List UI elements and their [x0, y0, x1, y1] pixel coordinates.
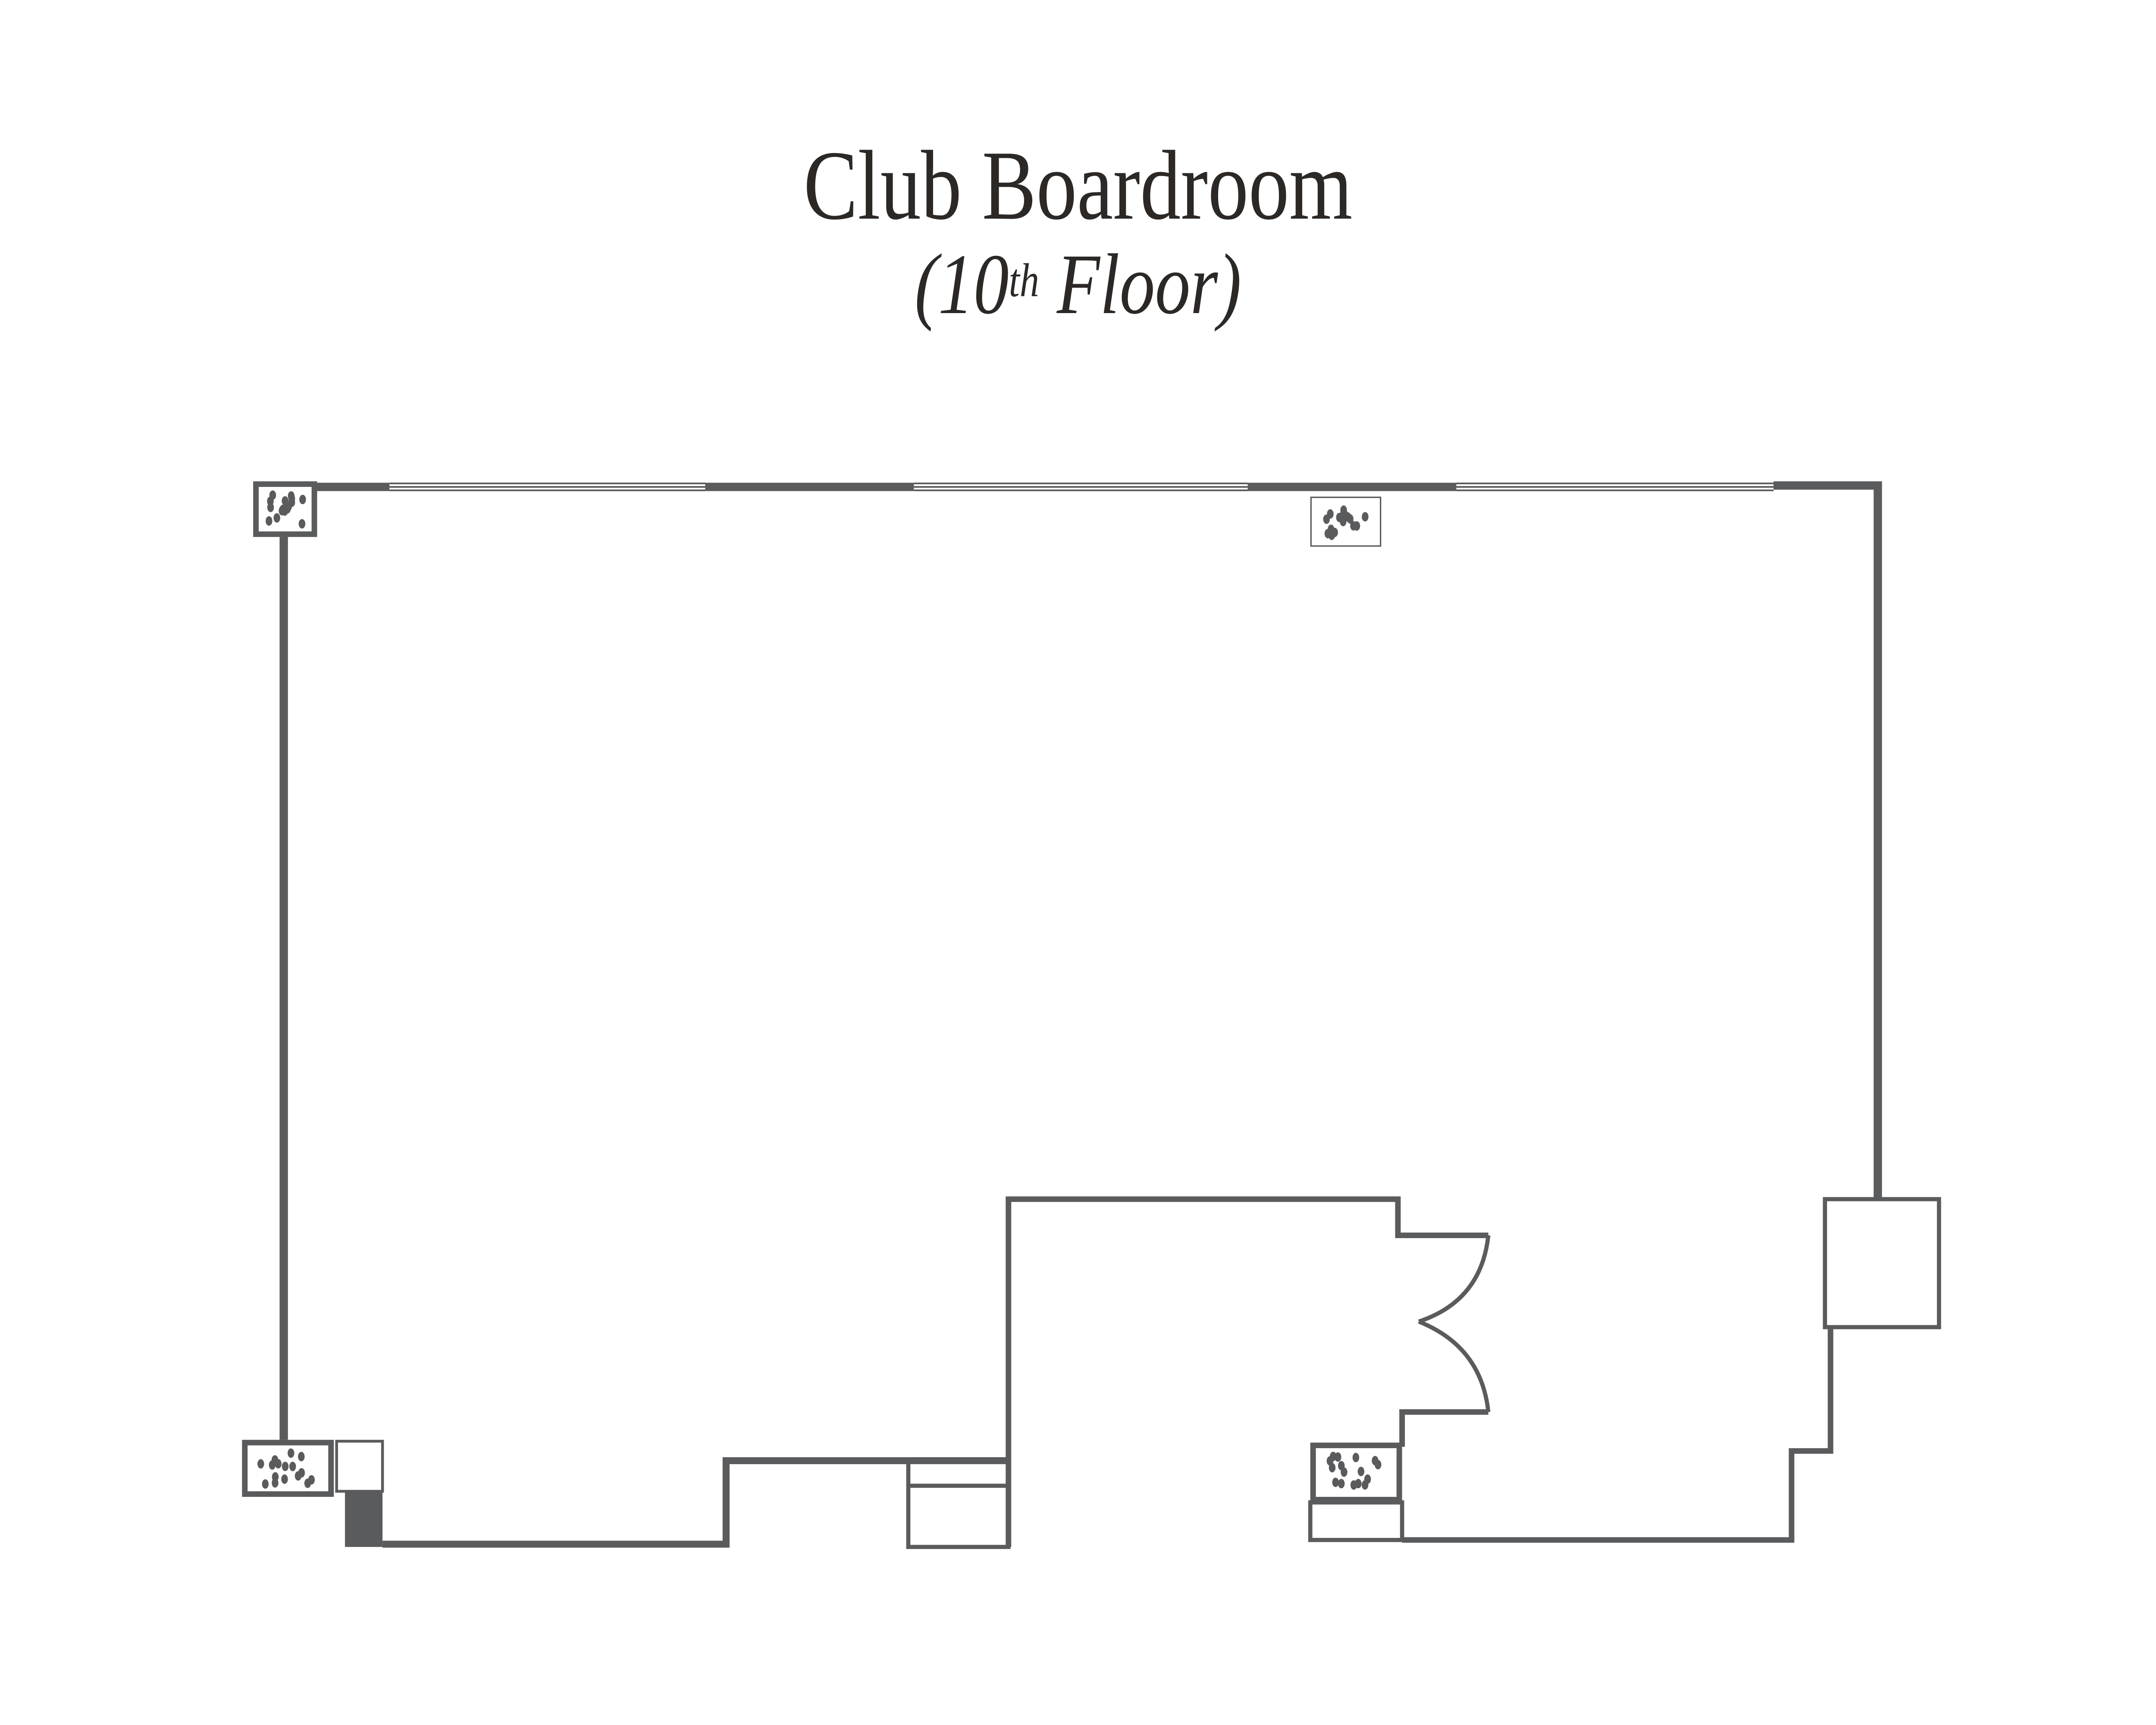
double-door[interactable]	[1418, 1235, 1491, 1412]
stone-dot	[284, 504, 291, 514]
stone-dot	[257, 1459, 264, 1469]
walls	[279, 481, 1882, 1548]
stone-dot	[1329, 1452, 1337, 1462]
subtitle-sup: th	[1009, 254, 1039, 307]
wall-right	[1773, 481, 1882, 1199]
right-box	[1823, 1197, 1941, 1330]
stone-dot	[1340, 517, 1347, 527]
columns	[242, 481, 1402, 1502]
stone-dot	[1372, 1456, 1379, 1465]
stone-dot	[282, 1462, 289, 1471]
solid-block	[345, 1491, 383, 1547]
stone-dot	[1357, 1467, 1365, 1477]
stone-dot	[266, 516, 273, 526]
small-box	[335, 1440, 384, 1493]
stone-dot	[1323, 514, 1330, 524]
stone-dot	[1352, 1452, 1360, 1462]
column	[242, 1440, 334, 1497]
floor-subtitle: (10th Floor)	[194, 233, 1962, 336]
stone-dot	[273, 513, 280, 523]
stone-dot	[1329, 1463, 1336, 1473]
column	[1310, 496, 1382, 547]
window	[389, 483, 705, 492]
column	[253, 481, 317, 537]
stone-dot	[1335, 1452, 1341, 1462]
bottom-box	[1308, 1500, 1404, 1542]
stone-dot	[269, 1460, 276, 1470]
interior-walls	[335, 1196, 1941, 1549]
stone-dot	[288, 497, 295, 507]
stone-dot	[298, 1452, 305, 1462]
wall-bottom	[382, 1457, 1009, 1548]
window	[1456, 483, 1774, 492]
stone-dot	[262, 1479, 269, 1489]
stone-dot	[272, 1478, 279, 1488]
stone-dot	[1361, 1480, 1369, 1490]
stone-dot	[298, 519, 306, 529]
stone-dot	[1332, 1477, 1339, 1487]
stone-dot	[1338, 1461, 1345, 1471]
column	[1310, 1443, 1402, 1502]
stone-dot	[1350, 521, 1357, 531]
page-title: Club Boardroom	[803, 130, 1353, 240]
stone-dot	[1324, 529, 1332, 539]
stone-dot	[1347, 514, 1354, 524]
windows	[389, 483, 1774, 492]
stone-dot	[281, 1474, 288, 1484]
stone-dot	[1338, 1479, 1345, 1489]
stone-dot	[287, 1448, 295, 1458]
stone-dot	[289, 1462, 296, 1471]
stone-dot	[267, 502, 274, 512]
stone-dot	[1340, 505, 1347, 515]
subtitle-open: (10	[915, 237, 1009, 332]
wall-interior	[1402, 1327, 1833, 1543]
stone-dot	[1355, 1479, 1362, 1489]
wall-interior	[1399, 1409, 1489, 1447]
stone-dot	[295, 1471, 302, 1481]
stone-dot	[279, 506, 285, 516]
stone-dot	[282, 496, 288, 506]
stone-dot	[299, 495, 306, 505]
stone-dot	[269, 490, 276, 500]
door-left-leaf[interactable]	[1418, 1235, 1491, 1324]
subtitle-close: Floor)	[1039, 237, 1241, 332]
stone-dot	[1362, 512, 1369, 522]
closet-box	[906, 1458, 1011, 1549]
window	[914, 483, 1248, 492]
stone-dot	[275, 1459, 282, 1469]
door-right-leaf[interactable]	[1418, 1320, 1491, 1412]
wall-interior	[1006, 1196, 1489, 1547]
stone-dot	[1331, 527, 1338, 537]
stone-dot	[308, 1475, 315, 1485]
